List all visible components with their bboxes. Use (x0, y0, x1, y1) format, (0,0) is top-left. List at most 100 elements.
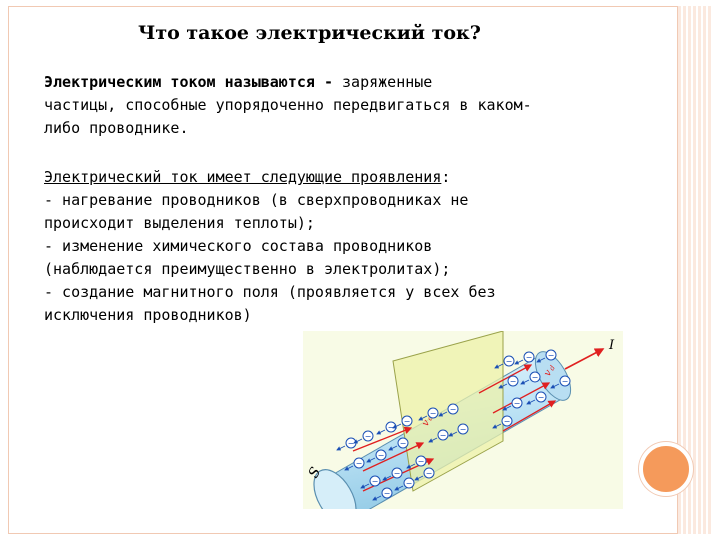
electron-velocity-arrow (502, 405, 512, 411)
velocity-label: v (420, 418, 433, 429)
drift-arrow (362, 442, 425, 472)
electron-sign: − (406, 479, 413, 488)
electron-sign: − (532, 373, 539, 382)
effects-line: - создание магнитного поля (проявляется … (44, 283, 496, 301)
effects-line: - изменение химического состава проводни… (44, 237, 433, 255)
electron-velocity-arrow (414, 475, 424, 481)
electron-sign: − (514, 399, 521, 408)
electron (427, 407, 439, 419)
current-arrow (564, 348, 605, 370)
electron-velocity-arrow (388, 445, 398, 451)
electron-group: −−−−−−−−−−−−−−−−−−−−−−−−−− (336, 349, 571, 501)
electron-velocity-arrow (336, 445, 346, 451)
electron (507, 375, 519, 387)
definition-paragraph: Электрическим током называются - заряжен… (44, 71, 604, 140)
electron-sign: − (378, 451, 385, 460)
definition-line-2: частицы, способные упорядоченно передвиг… (44, 96, 532, 114)
conductor-illustration: I S v d v d −−−−−−−−−−−−−−−−−−−−−−−−−− (303, 331, 623, 509)
electron-sign: − (450, 405, 457, 414)
electron-velocity-arrow (498, 383, 508, 389)
electron (503, 355, 515, 367)
electron (391, 467, 403, 479)
electron-sign: − (372, 477, 379, 486)
electron (375, 449, 387, 461)
electron-sign: − (384, 489, 391, 498)
effects-intro: Электрический ток имеет следующие проявл… (44, 168, 442, 186)
current-label: I (608, 338, 615, 353)
velocity-subscript: d (548, 364, 557, 372)
electron-sign: − (348, 439, 355, 448)
effects-paragraph: Электрический ток имеет следующие проявл… (44, 166, 604, 327)
electron-sign: − (418, 457, 425, 466)
electron-sign: − (356, 459, 363, 468)
electron-sign: − (562, 377, 569, 386)
electron (529, 371, 541, 383)
electron-velocity-arrow (448, 431, 458, 437)
electron (511, 397, 523, 409)
electron-sign: − (526, 353, 533, 362)
electron-velocity-arrow (550, 383, 560, 389)
velocity-label: v (542, 368, 555, 379)
effects-line: (наблюдается преимущественно в электроли… (44, 260, 451, 278)
electron-sign: − (440, 431, 447, 440)
electron (559, 375, 571, 387)
electron-sign: − (538, 393, 545, 402)
electron-sign: − (426, 469, 433, 478)
electron (397, 437, 409, 449)
conductor-front-face (313, 469, 357, 509)
electron-velocity-arrow (418, 415, 428, 421)
electron-sign: − (388, 423, 395, 432)
electron (437, 429, 449, 441)
definition-term: Электрическим током называются - (44, 73, 333, 91)
electron-velocity-arrow (438, 411, 448, 417)
electron-sign: − (510, 377, 517, 386)
electron-velocity-arrow (382, 475, 392, 481)
electron-sign: − (504, 417, 511, 426)
electron-velocity-arrow (428, 437, 438, 443)
electron (369, 475, 381, 487)
electron-velocity-arrow (520, 379, 530, 385)
electron-sign: − (400, 439, 407, 448)
electron-velocity-arrow (526, 399, 536, 405)
electron-velocity-arrow (376, 429, 386, 435)
electron-sign: − (404, 417, 411, 426)
electron (381, 487, 393, 499)
drift-arrow (352, 426, 413, 452)
electron (457, 423, 469, 435)
electron (447, 403, 459, 415)
definition-line-1: заряженные (332, 73, 433, 91)
electron-velocity-arrow (366, 457, 376, 463)
effects-line: происходит выделения теплоты); (44, 214, 315, 232)
electron-velocity-arrow (536, 357, 546, 363)
drift-arrow (502, 400, 557, 432)
electron-velocity-arrow (394, 485, 404, 491)
electron (501, 415, 513, 427)
electron (523, 351, 535, 363)
effects-line: - нагревание проводников (в сверхпроводн… (44, 191, 469, 209)
electron-sign: − (460, 425, 467, 434)
electron (401, 415, 413, 427)
electron-velocity-arrow (344, 465, 354, 471)
electron-velocity-arrow (492, 423, 502, 429)
electron (545, 349, 557, 361)
electron-sign: − (430, 409, 437, 418)
effects-colon: : (441, 168, 451, 186)
electron-sign: − (394, 469, 401, 478)
electron-sign: − (506, 357, 513, 366)
electron-sign: − (365, 432, 372, 441)
electron (403, 477, 415, 489)
electron-velocity-arrow (494, 363, 504, 369)
effects-line: исключения проводников) (44, 306, 252, 324)
electron-velocity-arrow (406, 463, 416, 469)
electron (535, 391, 547, 403)
electron-velocity-arrow (514, 359, 524, 365)
decorative-circle (639, 442, 693, 496)
slide-title: Что такое электрический ток? (138, 22, 481, 44)
electron-sign: − (548, 351, 555, 360)
definition-line-3: либо проводнике. (44, 119, 189, 137)
electron-velocity-arrow (353, 438, 363, 444)
electron (423, 467, 435, 479)
electron (353, 457, 365, 469)
electron-velocity-arrow (392, 423, 402, 429)
electron-velocity-arrow (372, 495, 382, 501)
